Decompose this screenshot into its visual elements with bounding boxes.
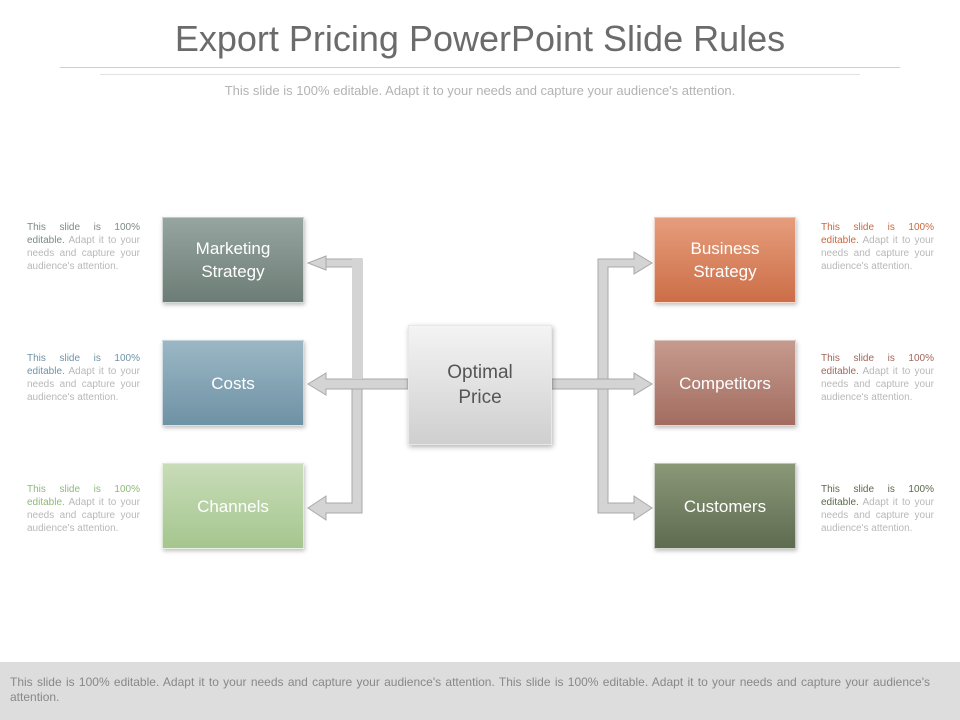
arrow-vertical-left-top: [352, 259, 362, 379]
note-lead: This slide is 100% editable.: [27, 222, 140, 246]
footer-text: This slide is 100% editable. Adapt it to…: [10, 675, 930, 704]
marketing-strategy-label-2: Strategy: [201, 262, 265, 281]
note-lead: This slide is 100% editable.: [27, 484, 140, 508]
arrow-center-to-costs: [307, 372, 409, 396]
title-divider: [60, 67, 900, 68]
note-left-3: This slide is 100% editable. Adapt it to…: [27, 483, 140, 535]
competitors-box: Competitors: [654, 340, 796, 426]
note-lead: This slide is 100% editable.: [821, 484, 934, 508]
note-body: Adapt it to your needs and capture your …: [27, 497, 140, 534]
competitors-label: Competitors: [679, 373, 771, 393]
note-lead: This slide is 100% editable.: [821, 353, 934, 377]
note-left-1: This slide is 100% editable. Adapt it to…: [27, 221, 140, 273]
channels-label: Channels: [197, 496, 269, 516]
note-left-2: This slide is 100% editable. Adapt it to…: [27, 352, 140, 404]
note-lead: This slide is 100% editable.: [821, 222, 934, 246]
note-body: Adapt it to your needs and capture your …: [821, 235, 934, 272]
note-body: Adapt it to your needs and capture your …: [821, 497, 934, 534]
arrow-to-business-strategy: [597, 251, 653, 380]
title-divider-secondary: [100, 74, 860, 75]
note-right-1: This slide is 100% editable. Adapt it to…: [821, 221, 934, 273]
slide-title: Export Pricing PowerPoint Slide Rules: [174, 18, 786, 59]
note-body: Adapt it to your needs and capture your …: [27, 366, 140, 403]
arrow-to-marketing-strategy: [306, 255, 363, 379]
business-strategy-label-1: Business: [690, 239, 760, 258]
arrow-to-channels: [307, 388, 363, 521]
optimal-price-label-1: Optimal: [447, 362, 513, 383]
arrow-to-customers: [597, 388, 653, 521]
optimal-price-label-2: Price: [458, 387, 502, 408]
slide-subtitle: This slide is 100% editable. Adapt it to…: [224, 83, 736, 98]
note-right-3: This slide is 100% editable. Adapt it to…: [821, 483, 934, 535]
costs-label: Costs: [211, 373, 255, 393]
note-body: Adapt it to your needs and capture your …: [27, 235, 140, 272]
costs-box: Costs: [162, 340, 304, 426]
channels-box: Channels: [162, 463, 304, 549]
customers-label: Customers: [683, 496, 767, 516]
marketing-strategy-label-1: Marketing: [195, 239, 271, 258]
note-lead: This slide is 100% editable.: [27, 353, 140, 377]
note-body: Adapt it to your needs and capture your …: [821, 366, 934, 403]
arrow-center-to-competitors: [551, 372, 653, 396]
business-strategy-label-2: Strategy: [693, 262, 757, 281]
footer-bar: [0, 662, 960, 720]
note-right-2: This slide is 100% editable. Adapt it to…: [821, 352, 934, 404]
customers-box: Customers: [654, 463, 796, 549]
